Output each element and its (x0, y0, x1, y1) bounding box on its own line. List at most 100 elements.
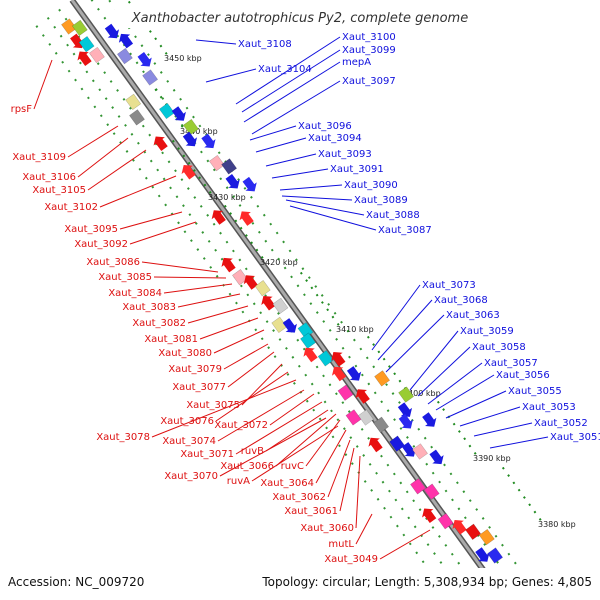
track-guide-line (35, 25, 452, 600)
label-leader-line (327, 439, 351, 498)
gene-shape (373, 416, 390, 433)
gene-arrow-forward (104, 23, 120, 39)
gene-shape (337, 384, 354, 401)
gene-block (389, 435, 406, 452)
gene-shape (423, 483, 440, 500)
label-leader-line (251, 80, 341, 135)
label-leader-line (417, 346, 471, 397)
gene-label-forward: Xaut_3089 (354, 195, 408, 206)
gene-arrow-forward (398, 413, 413, 429)
gene-shape (118, 33, 134, 49)
gene-shape (211, 210, 226, 225)
gene-label-reverse: Xaut_3082 (132, 318, 186, 329)
gene-label-reverse: Xaut_3083 (122, 302, 176, 313)
kbp-tick-label: 3450 kbp (164, 54, 202, 63)
label-leader-line (385, 314, 445, 373)
gene-label-forward: Xaut_3063 (446, 310, 500, 321)
gene-block (374, 370, 391, 387)
gene-shape (208, 154, 225, 172)
gene-shape (398, 413, 413, 429)
gene-shape (77, 51, 92, 67)
gene-shape (422, 508, 437, 524)
label-leader-line (217, 389, 305, 442)
gene-label-forward: Xaut_3087 (378, 225, 432, 236)
gene-shape (345, 409, 362, 426)
gene-label-reverse: Xaut_3080 (158, 348, 212, 359)
gene-block (88, 46, 105, 64)
gene-arrow-reverse (452, 520, 467, 535)
label-leader-line (223, 343, 269, 370)
label-layer: Xaut_3108Xaut_3104Xaut_3100Xaut_3099mepA… (11, 32, 600, 565)
gene-block (300, 332, 316, 349)
label-leader-line (129, 221, 197, 245)
label-leader-layer (33, 36, 549, 560)
gene-shape (137, 51, 152, 67)
label-leader-line (215, 371, 289, 422)
gene-label-reverse: mutL (328, 539, 354, 550)
gene-shape (116, 47, 133, 65)
label-leader-line (153, 276, 227, 279)
label-leader-line (427, 362, 483, 405)
gene-shape (346, 366, 362, 381)
gene-shape (452, 520, 467, 535)
track-guide-line (58, 8, 487, 600)
label-leader-line (99, 175, 177, 208)
gene-label-forward: Xaut_3057 (484, 358, 538, 369)
gene-block (71, 19, 88, 37)
gene-label-forward: Xaut_3096 (298, 121, 352, 132)
gene-shape (61, 18, 77, 35)
gene-block (272, 297, 289, 315)
label-leader-line (489, 436, 549, 449)
label-leader-line (251, 425, 339, 482)
gene-block (478, 528, 495, 546)
gene-label-reverse: Xaut_3085 (98, 272, 152, 283)
gene-shape (437, 513, 454, 530)
gene-label-reverse: Xaut_3061 (284, 506, 338, 517)
gene-shape (221, 158, 238, 175)
gene-shape (142, 69, 159, 86)
gene-shape (368, 437, 383, 453)
kbp-tick-label: 3430 kbp (208, 193, 246, 202)
gene-block (208, 154, 225, 172)
label-leader-line (255, 137, 307, 153)
gene-block (412, 443, 428, 460)
gene-shape (331, 366, 347, 382)
feature-layer (61, 18, 504, 564)
gene-label-reverse: Xaut_3077 (172, 382, 226, 393)
gene-block (398, 386, 415, 403)
gene-shape (401, 442, 417, 457)
track-guide-line (90, 0, 519, 592)
gene-block (437, 513, 454, 530)
gene-block (345, 409, 362, 426)
label-leader-line (119, 211, 183, 230)
gene-label-reverse: Xaut_3060 (300, 523, 354, 534)
label-leader-line (235, 36, 341, 105)
gene-arrow-reverse (181, 165, 196, 180)
kbp-tick-label: 3390 kbp (473, 454, 511, 463)
gene-label-forward: Xaut_3093 (318, 149, 372, 160)
label-leader-line (141, 261, 219, 273)
gene-shape (429, 449, 444, 465)
gene-label-forward: Xaut_3051 (550, 432, 600, 443)
gene-shape (422, 412, 437, 427)
gene-arrow-reverse (355, 389, 370, 404)
label-leader-line (409, 330, 459, 391)
gene-label-forward: Xaut_3053 (522, 402, 576, 413)
gene-shape (242, 176, 257, 192)
label-leader-line (279, 184, 343, 191)
gene-label-forward: Xaut_3055 (508, 386, 562, 397)
gene-shape (331, 352, 346, 367)
track-guide-line (107, 0, 531, 584)
gene-label-forward: Xaut_3073 (422, 280, 476, 291)
gene-block (410, 478, 426, 495)
gene-shape (182, 131, 198, 147)
gene-shape (478, 528, 495, 546)
gene-label-forward: mepA (342, 57, 371, 68)
label-leader-line (241, 49, 341, 113)
gene-block (232, 269, 248, 286)
label-leader-line (199, 317, 259, 340)
gene-label-reverse: Xaut_3064 (260, 478, 314, 489)
label-leader-line (151, 379, 297, 438)
